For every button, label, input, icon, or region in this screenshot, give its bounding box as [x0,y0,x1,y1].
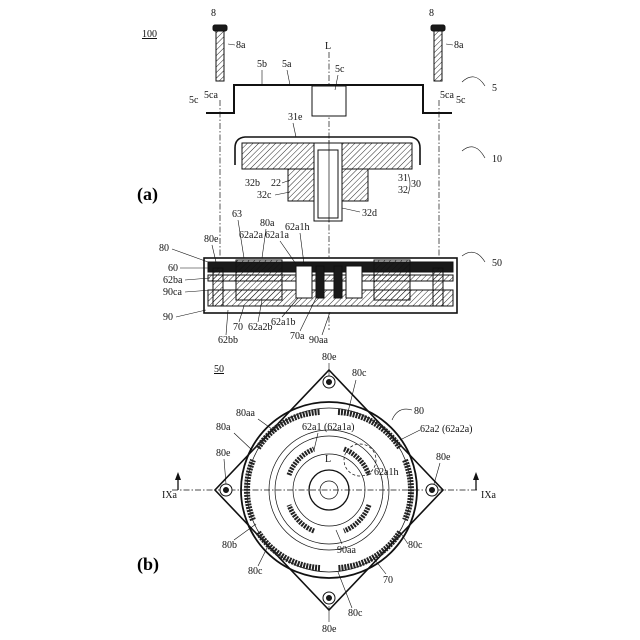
label-80a: 80a [260,218,275,229]
cover-5 [206,85,452,116]
label-62a1: 62a1 (62a1a) [302,422,354,433]
label-8-right: 8 [429,8,434,19]
label-8a-left: 8a [236,40,246,51]
label-80e-left: 80e [216,448,231,459]
label-62bb: 62bb [218,335,238,346]
label-IXa-left: IXa [162,490,178,501]
label-70-b: 70 [383,575,393,586]
label-62a2b: 62a2b [248,322,272,333]
figure-b: 50 (b) IXa IXa [137,352,497,635]
label-80aa: 80aa [236,408,255,419]
figure-a: 100 (a) L 8 8a 8 8a 5b 5a 5c [137,8,502,346]
label-80c-top: 80c [352,368,367,379]
label-30: 30 [411,179,421,190]
label-22: 22 [271,178,281,189]
label-32: 32 [398,185,408,196]
fig-a-label: (a) [137,184,158,205]
label-70-a: 70 [233,322,243,333]
label-80: 80 [159,243,169,254]
label-80a-b: 80a [216,422,231,433]
label-80-b: 80 [414,406,424,417]
label-5ca-left: 5ca [204,90,218,101]
label-62ba: 62ba [163,275,183,286]
screw-right [431,25,445,81]
label-80b: 80b [222,540,237,551]
label-90aa-b: 90aa [337,545,356,556]
label-70a: 70a [290,331,305,342]
label-8-left: 8 [211,8,216,19]
screw-left [213,25,227,81]
label-80e: 80e [204,234,219,245]
label-90: 90 [163,312,173,323]
ref-50-b: 50 [214,364,224,375]
label-10: 10 [492,154,502,165]
fig-b-label: (b) [137,554,159,575]
label-31e: 31e [288,112,303,123]
stator-50 [204,258,457,313]
label-32d: 32d [362,208,377,219]
label-62a1h: 62a1h [285,222,309,233]
label-IXa-right: IXa [481,490,497,501]
label-62a1h-b: 62a1h [374,467,398,478]
label-90ca: 90ca [163,287,182,298]
label-5a: 5a [282,59,292,70]
label-80e-bottom: 80e [322,624,337,635]
label-L-b: L [325,454,331,465]
label-50: 50 [492,258,502,269]
label-80c-right: 80c [408,540,423,551]
label-80c-left: 80c [248,566,263,577]
label-62a2a: 62a2a [239,230,263,241]
label-8a-right: 8a [454,40,464,51]
label-80e-top: 80e [322,352,337,363]
label-5c-right: 5c [456,95,466,106]
label-62a2: 62a2 (62a2a) [420,424,472,435]
label-5c-top: 5c [335,64,345,75]
label-5ca-right: 5ca [440,90,454,101]
label-5c-left: 5c [189,95,199,106]
label-31: 31 [398,173,408,184]
label-90aa-a: 90aa [309,335,328,346]
label-80c-bottom: 80c [348,608,363,619]
rotor-10 [235,137,420,222]
outer-coil-arcs [247,412,411,568]
label-60: 60 [168,263,178,274]
label-32c: 32c [257,190,272,201]
label-5b: 5b [257,59,267,70]
ref-100: 100 [142,29,157,40]
label-80e-right: 80e [436,452,451,463]
label-62a1b: 62a1b [271,317,295,328]
label-L-a: L [325,41,331,52]
label-32b: 32b [245,178,260,189]
label-63: 63 [232,209,242,220]
label-5: 5 [492,83,497,94]
